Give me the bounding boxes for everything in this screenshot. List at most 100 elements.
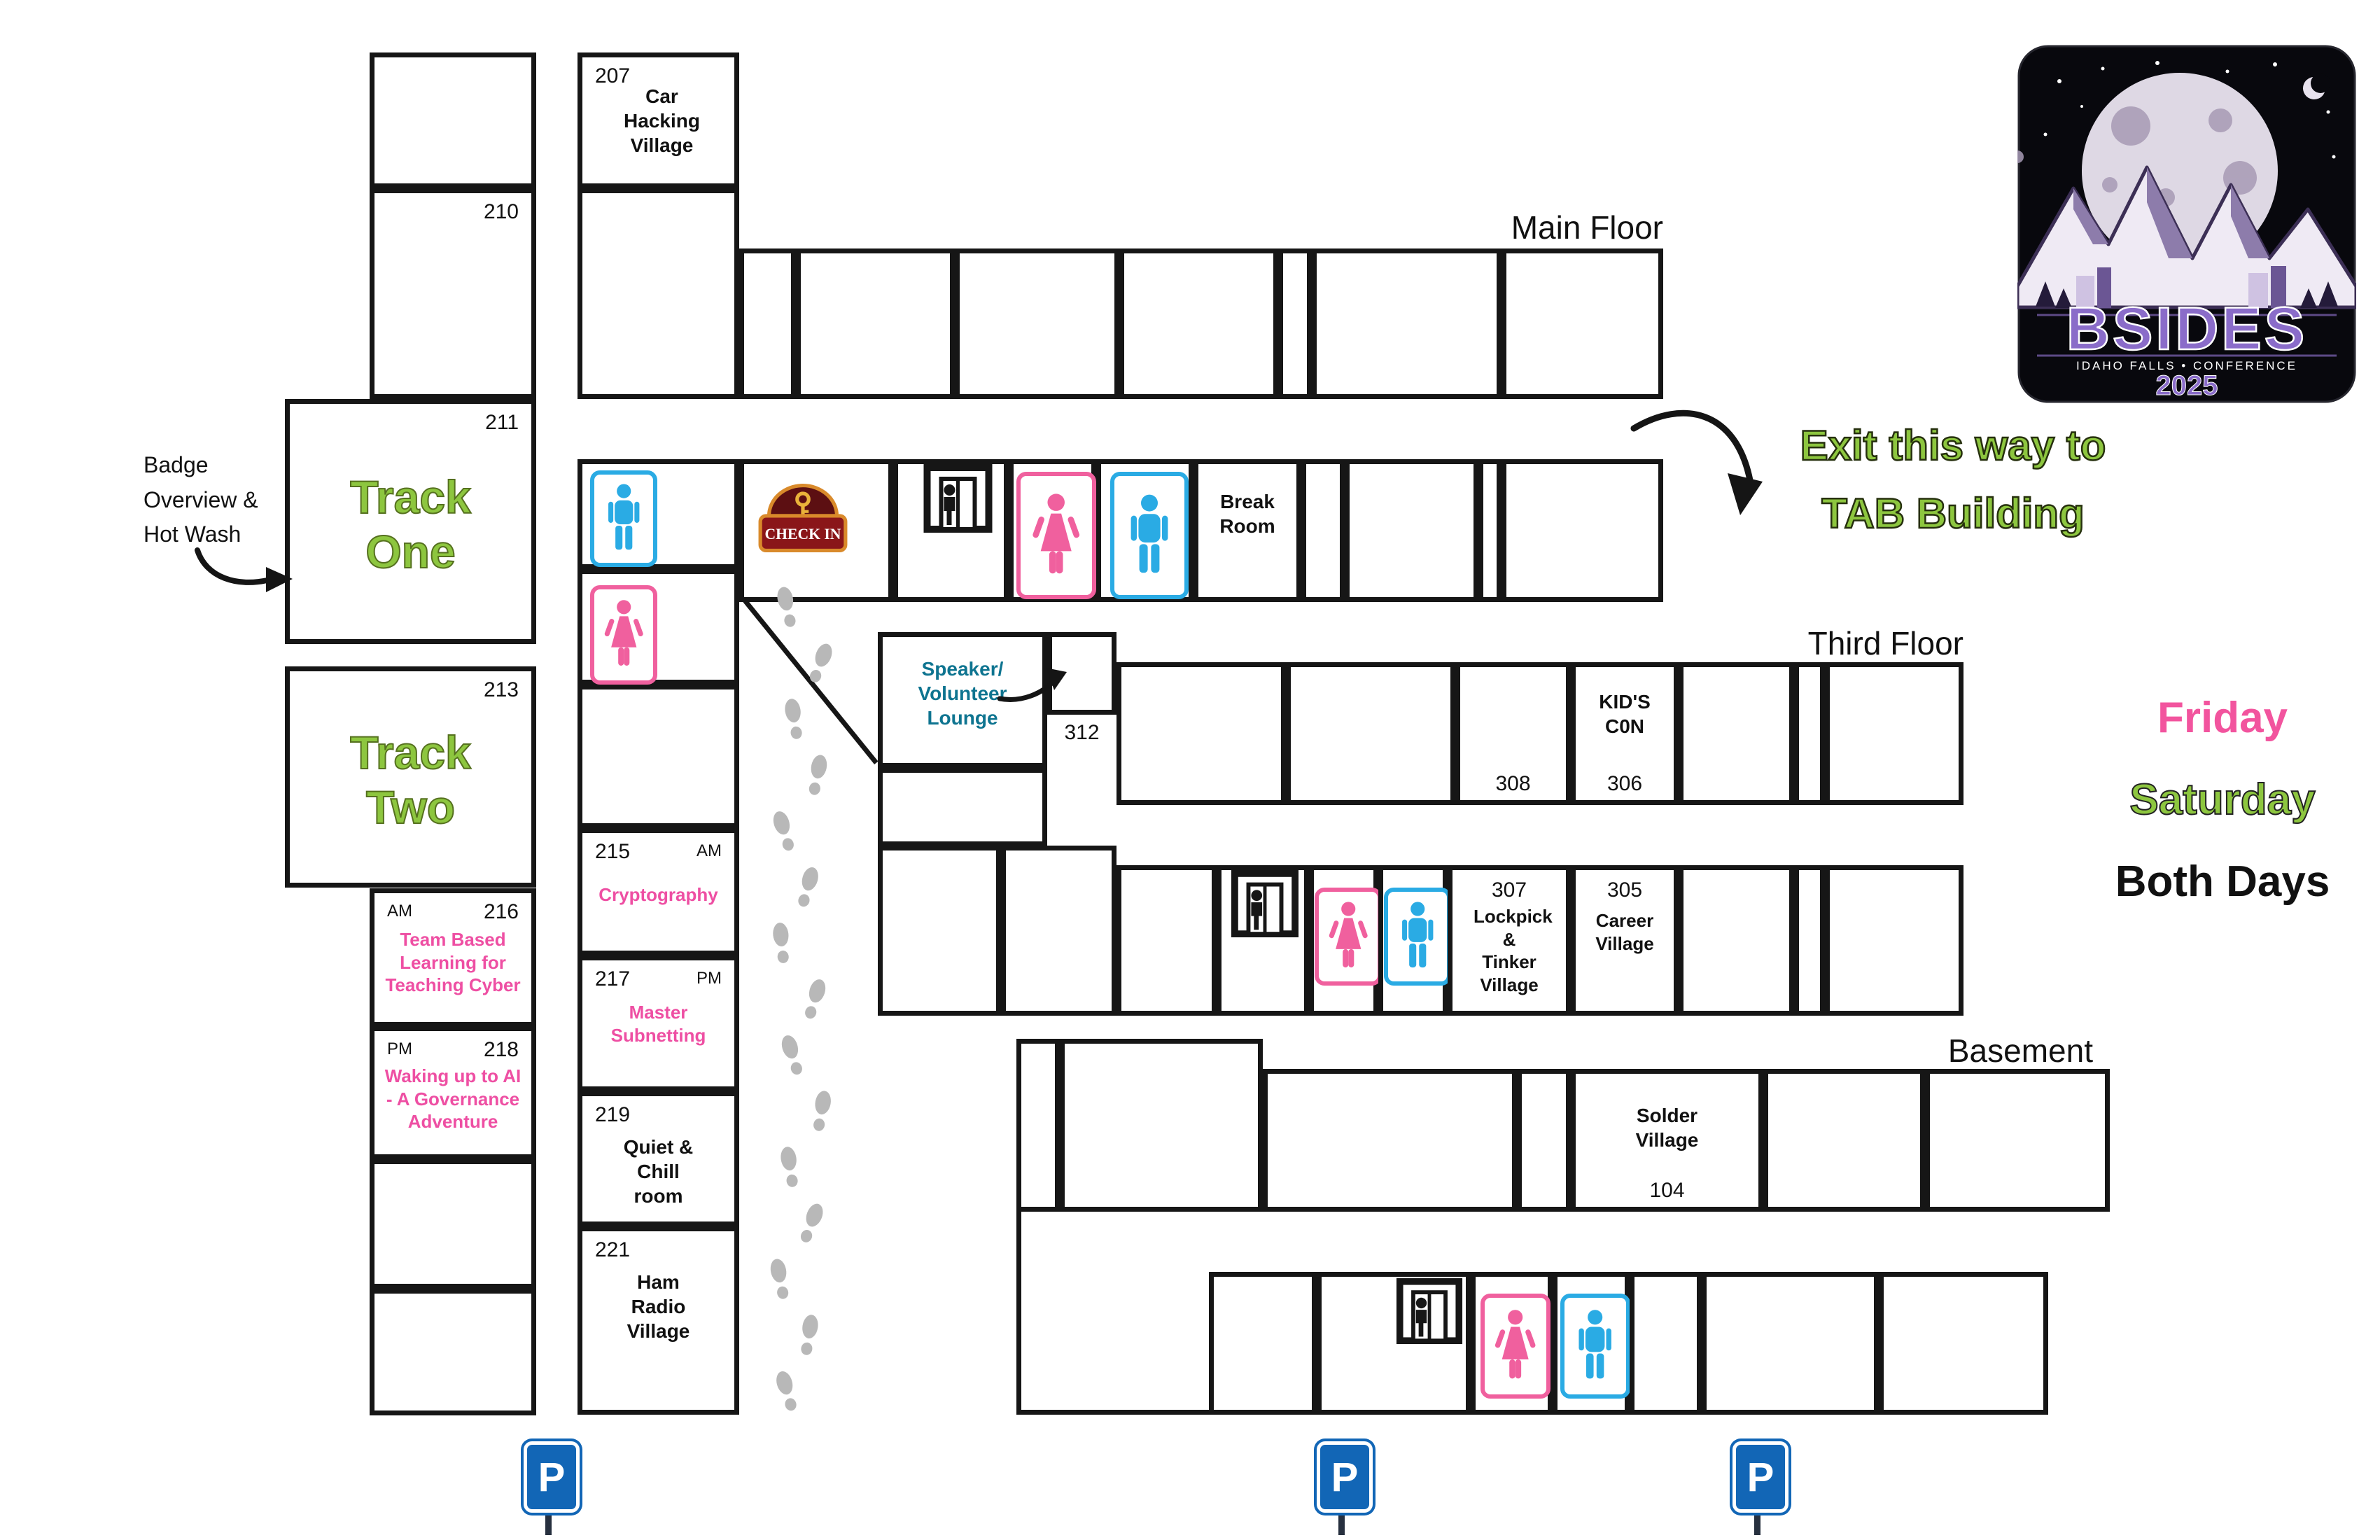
main-wing-room xyxy=(1478,459,1502,602)
basement-room xyxy=(1763,1069,1925,1212)
room-name: Cryptography xyxy=(598,884,718,905)
main-wing-room xyxy=(796,248,955,399)
room-number: 210 xyxy=(483,200,519,223)
elevator-icon xyxy=(1396,1276,1463,1346)
footprint-icon xyxy=(764,1255,797,1307)
basement-room xyxy=(1060,1039,1263,1212)
parking-sign-pole xyxy=(1754,1508,1760,1535)
footprint-icon xyxy=(769,1367,806,1420)
mens-restroom-icon xyxy=(1560,1294,1630,1399)
room-number: 215 xyxy=(595,840,631,863)
footprint-icon xyxy=(796,975,833,1028)
room-name: Master Subnetting xyxy=(610,1002,706,1046)
room-name: Track Two xyxy=(349,726,471,834)
room-number: 216 xyxy=(483,900,519,923)
parking-sign-pole xyxy=(1338,1508,1345,1535)
room-number: 219 xyxy=(595,1103,631,1126)
basement-room xyxy=(1263,1069,1517,1212)
mens-restroom-icon xyxy=(1384,888,1451,986)
badge-note-line: Hot Wash xyxy=(144,522,241,547)
corridor-room xyxy=(578,685,739,828)
session-time: AM xyxy=(387,902,412,920)
basement-room xyxy=(1209,1272,1317,1415)
third-floor-room xyxy=(1116,865,1217,1016)
third-floor-room xyxy=(1794,662,1825,805)
third-floor-room xyxy=(1679,865,1794,1016)
room-number: 213 xyxy=(483,678,519,701)
footprint-icon xyxy=(801,751,834,803)
logo-subtitle: IDAHO FALLS • CONFERENCE xyxy=(2076,359,2297,372)
room-name: Track One xyxy=(349,470,471,578)
day-legend: Friday Saturday Both Days xyxy=(2065,693,2380,939)
footprint-icon xyxy=(766,807,804,860)
basement-room xyxy=(1925,1069,2110,1212)
footprint-icon xyxy=(805,1088,836,1140)
room-number: 305 xyxy=(1606,878,1643,902)
room-name: Speaker/ Volunteer Lounge xyxy=(918,658,1007,729)
room-305-career: 305 Career Village xyxy=(1571,865,1679,1016)
footprint-icon xyxy=(779,696,810,747)
legend-saturday: Saturday xyxy=(2129,775,2316,825)
room-number: 218 xyxy=(483,1038,519,1061)
room-lower-left-1 xyxy=(370,1159,536,1289)
footprint-icon xyxy=(793,1312,824,1363)
room-308: 308 xyxy=(1455,662,1571,805)
room-number: 307 xyxy=(1491,878,1527,902)
trees-icon xyxy=(2036,281,2338,308)
room-307-lockpick: 307 Lockpick & Tinker Village xyxy=(1448,865,1571,1016)
room-207-car-hacking: 207 Car Hacking Village xyxy=(578,52,739,188)
session-time: AM xyxy=(696,841,722,860)
room-lower-left-2 xyxy=(370,1289,536,1415)
womens-restroom-icon xyxy=(1315,888,1382,986)
basement-room xyxy=(1016,1039,1060,1212)
room-221-ham-radio: 221 Ham Radio Village xyxy=(578,1226,739,1415)
footprint-icon xyxy=(791,1198,830,1252)
session-time: PM xyxy=(696,969,722,988)
parking-sign: P xyxy=(1314,1441,1373,1535)
room-name: Car Hacking Village xyxy=(624,85,700,156)
room-number: 306 xyxy=(1606,772,1643,795)
exit-note: Exit this way to TAB Building xyxy=(1757,412,2149,547)
break-room: Break Room xyxy=(1194,459,1301,602)
third-floor-room xyxy=(1679,662,1794,805)
third-floor-room xyxy=(1794,865,1825,1016)
womens-restroom-icon xyxy=(1016,472,1096,599)
room-210: 210 xyxy=(370,188,536,399)
footprint-icon xyxy=(775,1031,812,1084)
basement-room xyxy=(1879,1272,2048,1415)
room-number: 211 xyxy=(485,411,519,434)
badge-note-line: Badge xyxy=(144,452,209,477)
room-name: Ham Radio Village xyxy=(626,1271,690,1342)
room-name: KID'S C0N xyxy=(1599,691,1651,737)
main-wing-room xyxy=(1502,459,1663,602)
parking-sign: P xyxy=(521,1441,580,1535)
legend-friday: Friday xyxy=(2157,694,2288,742)
room-name: Lockpick & Tinker Village xyxy=(1474,906,1553,995)
room-number: 308 xyxy=(1495,772,1531,795)
elevator-icon xyxy=(1231,869,1299,938)
mens-restroom-icon xyxy=(590,470,657,567)
room-upper-left xyxy=(370,52,536,188)
third-floor-label: Third Floor xyxy=(1807,625,1963,662)
bsides-logo: BSIDES IDAHO FALLS • CONFERENCE 2025 xyxy=(2011,45,2358,403)
room-name: Team Based Learning for Teaching Cyber xyxy=(385,929,521,995)
exit-note-line: Exit this way to xyxy=(1799,421,2106,470)
main-floor-label: Main Floor xyxy=(1511,209,1663,246)
exit-note-line: TAB Building xyxy=(1821,489,2085,538)
footprint-icon xyxy=(775,1144,806,1195)
room-219-quiet-chill: 219 Quiet & Chill room xyxy=(578,1091,739,1226)
third-floor-room xyxy=(1825,662,1963,805)
room-name: Solder Village xyxy=(1635,1105,1699,1151)
footprint-icon xyxy=(800,638,839,692)
parking-symbol: P xyxy=(1732,1441,1788,1513)
main-wing-room xyxy=(739,248,796,399)
footprint-icon xyxy=(789,863,825,916)
room-218: PM 218 Waking up to AI - A Governance Ad… xyxy=(370,1026,536,1159)
check-in-sign: CHECK IN xyxy=(757,479,848,556)
main-wing-room xyxy=(1301,459,1345,602)
main-wing-room xyxy=(1312,248,1502,399)
room-number: 221 xyxy=(595,1238,631,1261)
room-215-cryptography: 215 AM Cryptography xyxy=(578,828,739,955)
third-floor-room xyxy=(878,846,1001,1016)
